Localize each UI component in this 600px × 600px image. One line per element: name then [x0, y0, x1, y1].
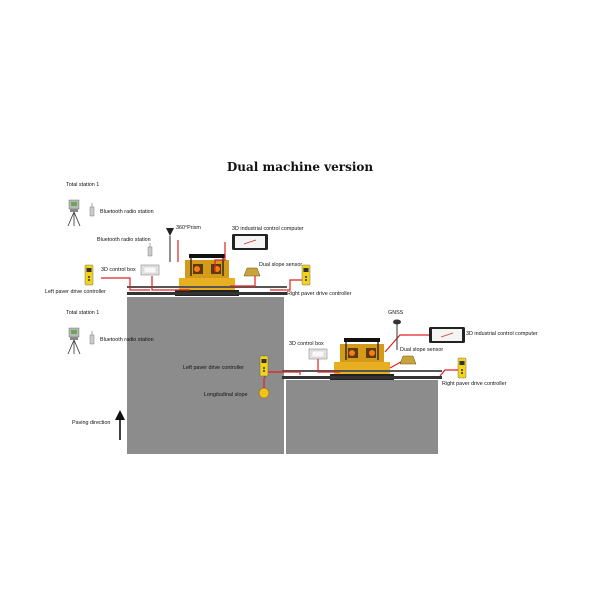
prism-icon	[166, 228, 174, 262]
total-station-icon	[67, 199, 81, 227]
paving-direction-arrow-icon	[115, 410, 125, 440]
diagram-title: Dual machine version	[226, 160, 374, 174]
label-industrial-computer: 3D industrial control computer	[466, 331, 538, 337]
road-left	[127, 297, 284, 454]
controller-icon	[259, 355, 269, 377]
slope-sensor-icon	[243, 267, 261, 277]
label-total-station: Total station 1	[66, 310, 100, 316]
controller-icon	[457, 357, 467, 379]
label-control-box: 3D control box	[101, 267, 136, 273]
link-lines-1	[101, 240, 305, 291]
label-bluetooth-radio-station: Bluetooth radio station	[97, 237, 151, 243]
computer-icon	[231, 233, 269, 251]
bluetooth-radio-icon	[147, 242, 153, 257]
slope-sensor-icon	[399, 355, 417, 365]
controller-icon	[301, 264, 311, 286]
label-left-controller: Left paver drive controller	[45, 289, 106, 295]
longitudinal-slope-sensor-icon	[258, 378, 270, 399]
label-right-controller: Right paver drive controller	[287, 291, 352, 297]
label-bluetooth-radio-station: Bluetooth radio station	[100, 337, 154, 343]
bluetooth-radio-icon	[89, 330, 95, 345]
gnss-antenna-icon	[393, 319, 401, 350]
label-total-station: Total station 1	[66, 182, 100, 188]
bluetooth-radio-icon	[89, 202, 95, 217]
label-bluetooth-radio-station: Bluetooth radio station	[100, 209, 154, 215]
label-longitudinal-slope: Longitudinal slope	[204, 392, 248, 398]
label-paving-direction: Paving direction	[72, 420, 111, 426]
road-right	[286, 380, 438, 454]
control-box-icon	[140, 264, 160, 276]
label-prism: 360°Prism	[176, 225, 201, 231]
label-control-box: 3D control box	[289, 341, 324, 347]
label-gnss: GNSS	[388, 310, 404, 316]
label-right-controller: Right paver drive controller	[442, 381, 507, 387]
label-industrial-computer: 3D industrial control computer	[232, 226, 304, 232]
label-dual-slope-sensor: Dual slope sensor	[400, 347, 444, 353]
control-box-icon	[308, 348, 328, 360]
controller-icon	[84, 264, 94, 286]
label-left-controller: Left paver drive controller	[183, 365, 244, 371]
total-station-icon	[67, 327, 81, 355]
computer-icon	[428, 326, 466, 344]
label-dual-slope-sensor: Dual slope sensor	[259, 262, 303, 268]
